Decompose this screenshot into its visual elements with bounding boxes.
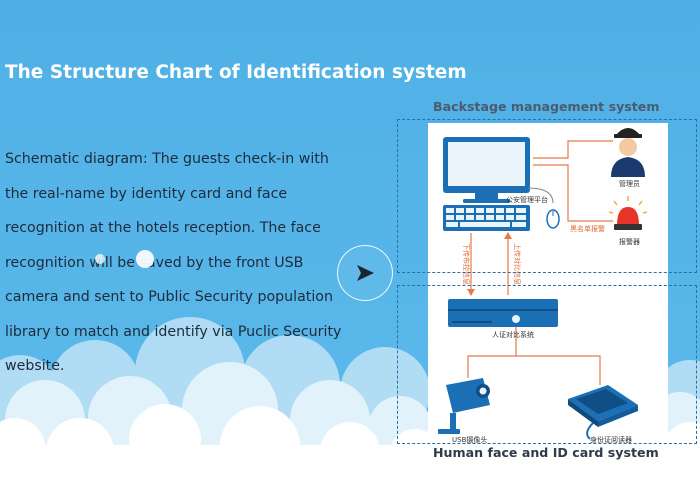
structure-diagram: 公安管理平台 管理员 报警器 黑名单报警 下传布控信息 上传对比信息 人证对比系… (438, 128, 648, 444)
slide-title: The Structure Chart of Identification sy… (5, 62, 467, 83)
description-line: camera and sent to Public Security popul… (5, 289, 333, 305)
up-arrow-label: 上传对比信息 (513, 243, 522, 285)
alarm-label: 报警器 (619, 237, 640, 246)
comparison-device-icon (448, 299, 558, 327)
platform-label: 公安管理平台 (506, 195, 548, 204)
description-line: recognition will be saved by the front U… (5, 254, 304, 271)
description-line: the real-name by identity card and face (5, 185, 288, 202)
admin-person-icon (611, 128, 645, 177)
backstage-section-frame (397, 119, 697, 273)
play-arrow-icon (357, 265, 374, 281)
pointer-highlight (136, 250, 154, 268)
description-line: library to match and identify via Puclic… (5, 323, 342, 340)
id-reader-icon (568, 385, 638, 440)
blacklist-alarm-label: 黑名单报警 (570, 224, 605, 233)
description-line: website. (5, 358, 65, 374)
next-slide-button[interactable] (337, 245, 393, 301)
admin-label: 管理员 (619, 179, 640, 188)
alarm-icon (608, 196, 648, 230)
human-face-section-label: Human face and ID card system (433, 445, 659, 460)
mouse-icon (527, 187, 560, 229)
down-arrow-label: 下传布控信息 (462, 243, 471, 285)
description-line: Schematic diagram: The guests check-in w… (5, 151, 329, 167)
pointer-highlight-small (95, 254, 105, 264)
monitor-icon (443, 137, 530, 203)
keyboard-icon (443, 205, 530, 231)
description-text: Schematic diagram: The guests check-in w… (5, 142, 345, 384)
usb-camera-label: USB摄像头 (452, 435, 487, 444)
id-reader-label: 身份证阅读器 (590, 435, 632, 444)
description-line: recognition at the hotels reception. The… (5, 220, 321, 236)
comparison-system-label: 人证对比系统 (492, 330, 534, 339)
usb-camera-icon (438, 378, 490, 434)
connector-lines (467, 140, 613, 385)
human-face-section-frame (397, 285, 697, 444)
backstage-section-label: Backstage management system (433, 99, 660, 114)
